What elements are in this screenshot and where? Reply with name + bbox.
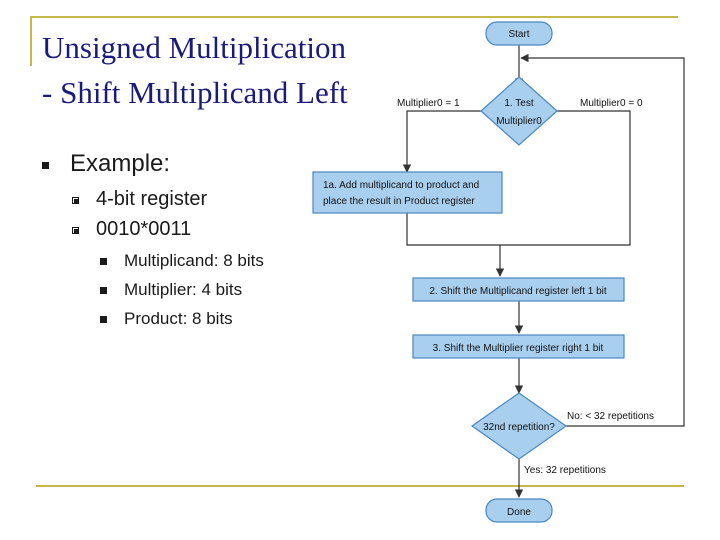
bullet-operands: 0010*0011 bbox=[96, 218, 192, 240]
bullet-square-icon bbox=[100, 258, 107, 265]
step-3-box bbox=[412, 334, 625, 359]
branch-left-label: Multiplier0 = 1 bbox=[397, 98, 460, 109]
repeat-label: 32nd repetition? bbox=[483, 422, 555, 433]
bottom-rule bbox=[36, 485, 684, 487]
step-1a-label-2: place the result in Product register bbox=[323, 196, 475, 207]
test-label-1: 1. Test bbox=[504, 98, 533, 109]
test-decision bbox=[480, 76, 558, 146]
bullet-square-icon bbox=[100, 316, 107, 323]
bullet-register: 4-bit register bbox=[96, 188, 208, 210]
bullet-multiplier: Multiplier: 4 bits bbox=[124, 280, 243, 299]
no-branch-label: No: < 32 repetitions bbox=[567, 411, 654, 422]
hollow-square-icon bbox=[72, 227, 79, 234]
bullet-example: Example: bbox=[70, 150, 171, 177]
branch-right-label: Multiplier0 = 0 bbox=[580, 98, 643, 109]
step-3-label: 3. Shift the Multiplier register right 1… bbox=[433, 343, 604, 354]
step-2-box bbox=[412, 277, 625, 302]
test-label-2: Multiplier0 bbox=[496, 116, 542, 127]
step-2-label: 2. Shift the Multiplicand register left … bbox=[429, 286, 607, 297]
start-label: Start bbox=[508, 29, 529, 40]
start-terminal bbox=[485, 21, 553, 46]
step-1a-label-1: 1a. Add multiplicand to product and bbox=[323, 180, 479, 191]
left-rule bbox=[30, 16, 32, 66]
step-1a-box bbox=[312, 171, 503, 214]
yes-branch-label: Yes: 32 repetitions bbox=[524, 465, 606, 476]
slide-title-line1: Unsigned Multiplication bbox=[42, 30, 346, 65]
top-rule bbox=[30, 16, 678, 18]
bullet-square-icon bbox=[100, 287, 107, 294]
slide-title-line2: - Shift Multiplicand Left bbox=[42, 75, 348, 110]
done-terminal bbox=[485, 498, 553, 523]
bullet-product: Product: 8 bits bbox=[124, 309, 233, 328]
done-label: Done bbox=[507, 507, 531, 518]
repeat-decision bbox=[470, 392, 568, 460]
bullet-multiplicand: Multiplicand: 8 bits bbox=[124, 251, 264, 270]
bullet-square-icon bbox=[42, 162, 49, 169]
hollow-square-icon bbox=[72, 197, 79, 204]
